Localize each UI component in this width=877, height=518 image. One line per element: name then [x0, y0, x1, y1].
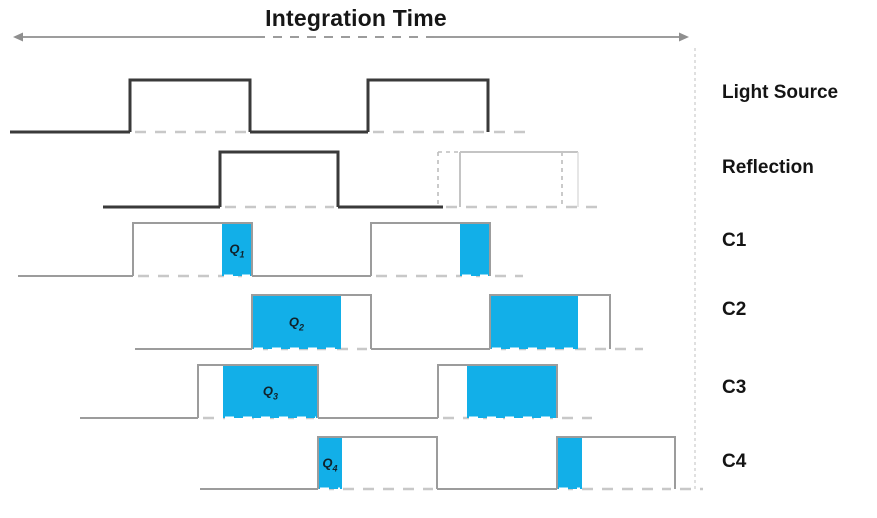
c2-charge-label: Q2 — [289, 315, 304, 332]
charge-subscript: 2 — [299, 321, 305, 332]
row-label-c4: C4 — [722, 451, 747, 472]
charge-symbol: Q — [262, 383, 274, 399]
c4-charge-fill — [557, 437, 582, 489]
charge-symbol: Q — [322, 455, 333, 471]
c2-pulse — [251, 294, 372, 349]
row-label-reflection: Reflection — [722, 157, 814, 178]
c1-pulse — [370, 222, 491, 276]
diagram-title: Integration Time — [265, 5, 447, 31]
arrow-left-head — [13, 32, 23, 42]
arrow-right-head — [679, 32, 689, 42]
row-label-c3: C3 — [722, 377, 747, 398]
charge-symbol: Q — [288, 314, 300, 330]
c3-charge-fill — [467, 365, 557, 418]
c2-pulse — [489, 294, 611, 349]
c2-charge-fill — [252, 295, 341, 349]
c4-charge-label: Q4 — [322, 456, 337, 473]
c3-charge-label: Q3 — [263, 385, 278, 402]
row-label-c1: C1 — [722, 230, 747, 251]
light-source-pulse — [128, 78, 252, 132]
row-label-light-source: Light Source — [722, 82, 839, 103]
c2-charge-fill — [490, 295, 578, 349]
c4-charge-fill — [318, 437, 342, 489]
reflection-pulse — [218, 150, 340, 207]
light-source-pulse — [366, 78, 490, 132]
c3-pulse — [197, 364, 319, 418]
c4-pulse — [317, 436, 438, 489]
charge-subscript: 4 — [332, 462, 338, 473]
charge-subscript: 1 — [239, 249, 245, 260]
c1-charge-fill — [222, 223, 252, 276]
charge-subscript: 3 — [273, 391, 279, 402]
c4-pulse — [556, 436, 676, 489]
c1-charge-label: Q1 — [229, 243, 244, 260]
c3-charge-fill — [223, 365, 318, 418]
row-label-c2: C2 — [722, 299, 747, 320]
c1-charge-fill — [460, 223, 490, 276]
c1-pulse — [132, 222, 253, 276]
c3-pulse — [437, 364, 558, 418]
charge-symbol: Q — [229, 241, 240, 257]
